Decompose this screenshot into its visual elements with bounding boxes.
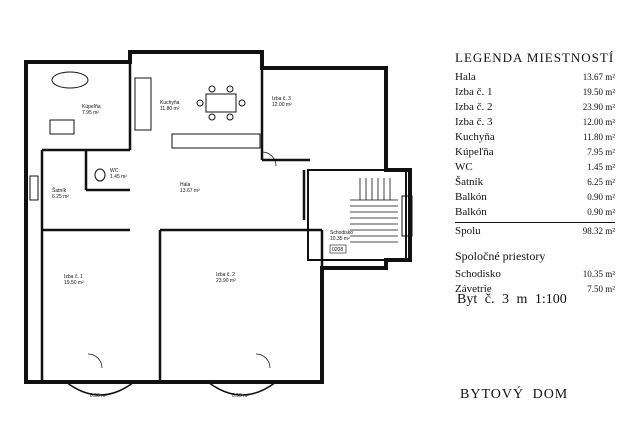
door-swing [261,151,277,167]
legend-total-label: Spolu [455,225,481,237]
legend-room-row: Kúpeľňa 7.95 m² [455,145,615,160]
label-izba3-area: 12.00 m² [272,102,292,108]
label-wc-area: 1.45 m² [110,174,127,180]
label-balkon2-area: 0.90 m² [232,393,249,399]
legend-room-row: Izba č. 2 23.90 m² [455,100,615,115]
legend-total-row: Spolu 98.32 m² [455,222,615,239]
label-kuchyna: Kuchyňa [160,100,180,106]
door-swing [255,353,271,369]
legend-room-area: 13.67 m² [582,72,615,82]
legend-room-row: Hala 13.67 m² [455,70,615,85]
legend-room-name: Hala [455,71,476,83]
toilet [94,168,106,182]
legend-room-row: WC 1.45 m² [455,160,615,175]
common-area-row: Schodisko 10.35 m² [455,267,615,282]
chair [238,99,246,107]
label-wc: WC [110,168,119,174]
legend-room-name: Izba č. 2 [455,101,493,113]
floor-plan: Kúpeľňa 7.95 m² Kuchyňa 11.80 m² Izba č.… [24,50,413,399]
chair [208,113,216,121]
legend-room-area: 11.80 m² [583,132,615,142]
legend-room-area: 7.95 m² [587,147,615,157]
bathtub [51,71,89,89]
interior-walls [40,62,324,382]
legend-room-area: 19.50 m² [582,87,615,97]
stair-steps [350,178,398,243]
label-hala-area: 13.67 m² [180,188,200,194]
common-area-row: Závetrie 7.50 m² [455,282,615,297]
label-schodisko-area: 10.35 m² [330,236,350,242]
building-title: BYTOVÝ DOM [460,387,569,402]
legend-room-row: Šatník 6.25 m² [455,175,615,190]
label-izba1-area: 19.50 m² [64,280,84,286]
window [29,175,39,201]
outer-wall [24,50,412,384]
legend-room-name: Kúpeľňa [455,146,494,158]
legend-room-area: 23.90 m² [582,102,615,112]
label-izba3: Izba č. 3 [272,96,291,102]
door-swing [87,353,103,369]
label-izba1: Izba č. 1 [64,274,83,280]
stair-tag: 0208 [332,247,343,253]
label-schodisko: Schodisko [330,230,353,236]
common-areas-title: Spoločné priestory [455,249,546,263]
label-satnik: Šatník [52,187,67,194]
legend-room-name: Kuchyňa [455,131,495,143]
stair-enclosure [307,169,407,261]
label-satnik-area: 6.25 m² [52,194,69,200]
label-kupelna: Kúpeľňa [82,104,101,110]
kitchen-counter [134,77,152,131]
legend-room-area: 12.00 m² [582,117,615,127]
legend-rows: Hala 13.67 m² Izba č. 1 19.50 m² Izba č. 2 23… [455,70,615,220]
legend-room-area: 0.90 m² [587,192,615,202]
common-rows: Schodisko 10.35 m² Závetrie 7.50 m² [455,267,615,297]
stair-tag-box [329,244,347,254]
dining-table [205,93,237,113]
legend-title: LEGENDA MIESTNOSTÍ [455,50,615,65]
legend-room-name: Šatník [455,176,484,188]
legend-room-row: Kuchyňa 11.80 m² [455,130,615,145]
legend-total-value: 98.32 m² [582,226,615,236]
apartment-scale: Byt č. 3 m 1:100 [457,292,567,307]
label-izba2-area: 23.90 m² [216,278,236,284]
bath-basin [49,119,75,135]
legend-room-area: 1.45 m² [587,162,615,172]
room-legend: LEGENDA MIESTNOSTÍ Hala 13.67 m² Izba č. 1… [455,50,615,297]
common-area-area: 7.50 m² [587,284,615,294]
balcony-right [207,381,277,396]
chair [226,85,234,93]
legend-room-row: Izba č. 1 19.50 m² [455,85,615,100]
common-area-area: 10.35 m² [582,269,615,279]
common-area-name: Závetrie [455,283,492,295]
legend-room-name: WC [455,161,473,173]
legend-room-name: Izba č. 3 [455,116,493,128]
label-balkon1-area: 0.90 m² [90,393,107,399]
legend-room-row: Balkón 0.90 m² [455,205,615,220]
chair [196,99,204,107]
legend-room-area: 6.25 m² [587,177,615,187]
kitchen-island [171,133,261,149]
legend-room-row: Balkón 0.90 m² [455,190,615,205]
balcony-left [65,381,135,396]
chair [226,113,234,121]
label-balkon1: Balkón [90,380,106,386]
legend-room-name: Balkón [455,206,487,218]
legend-room-row: Izba č. 3 12.00 m² [455,115,615,130]
label-hala: Hala [180,182,191,188]
label-balkon2: Balkón [232,380,248,386]
legend-room-name: Izba č. 1 [455,86,493,98]
label-kuchyna-area: 11.80 m² [160,106,180,112]
legend-room-area: 0.90 m² [587,207,615,217]
label-izba2: Izba č. 2 [216,272,235,278]
legend-room-name: Balkón [455,191,487,203]
window [401,195,413,237]
label-kupelna-area: 7.95 m² [82,110,99,116]
common-area-name: Schodisko [455,268,501,280]
chair [208,85,216,93]
